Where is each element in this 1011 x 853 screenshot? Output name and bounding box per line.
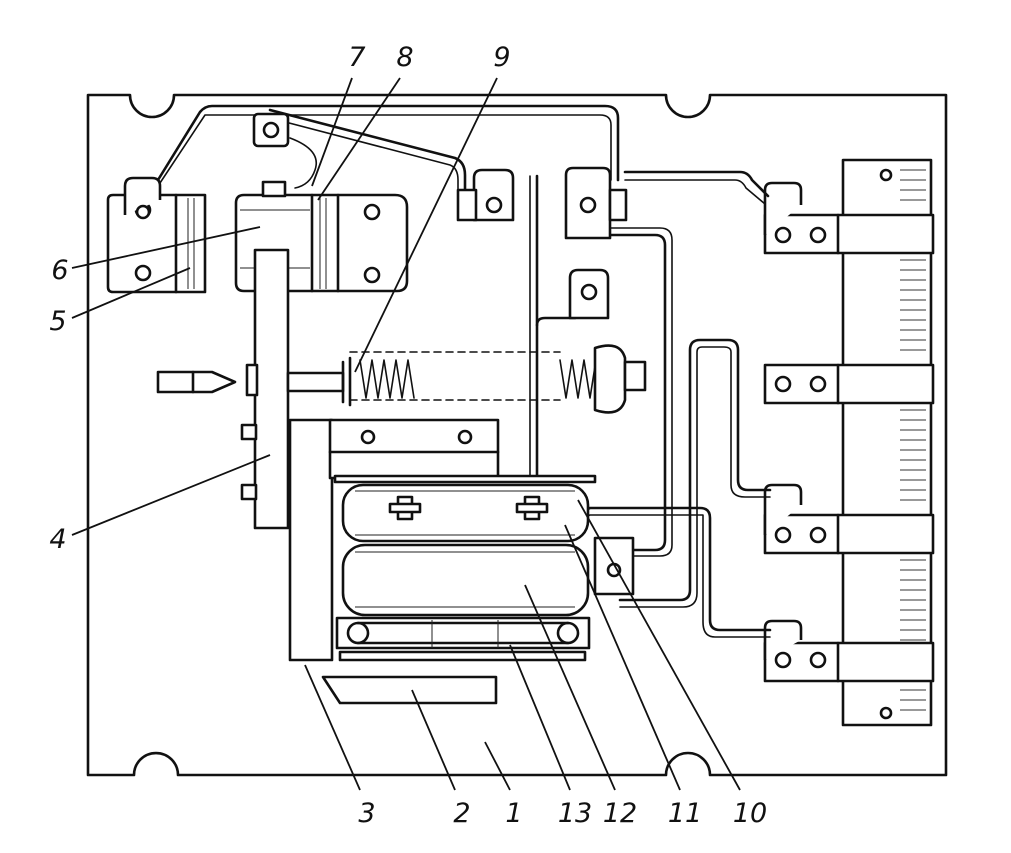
bottom-shield	[321, 675, 498, 705]
label-4: 4	[49, 524, 66, 555]
label-2: 2	[453, 798, 470, 829]
upper-terminal-1	[456, 168, 515, 222]
label-11: 11	[668, 798, 702, 829]
label-1: 1	[505, 798, 522, 829]
label-10: 10	[733, 798, 767, 829]
base-plate	[86, 93, 948, 777]
label-5: 5	[49, 306, 66, 337]
leader-lines	[71, 77, 741, 791]
label-6: 6	[51, 255, 68, 286]
resistor-assembly	[763, 158, 935, 727]
label-8: 8	[396, 42, 413, 73]
part-labels: 7 8 9 6 5 4 3 2 1 13 12 11 10	[49, 42, 767, 829]
label-7: 7	[348, 42, 365, 73]
label-12: 12	[603, 798, 637, 829]
coil-assembly	[288, 418, 635, 662]
label-13: 13	[558, 798, 592, 829]
armature-lever	[240, 248, 290, 530]
label-9: 9	[493, 42, 510, 73]
label-3: 3	[358, 798, 375, 829]
middle-terminal	[568, 268, 610, 320]
terminal-block-5	[106, 176, 207, 294]
resistor-hatching	[900, 169, 926, 711]
terminal-lug-top	[252, 112, 317, 189]
upper-terminal-2	[564, 166, 628, 240]
spring-shaft	[156, 344, 647, 414]
wiring	[156, 104, 772, 638]
